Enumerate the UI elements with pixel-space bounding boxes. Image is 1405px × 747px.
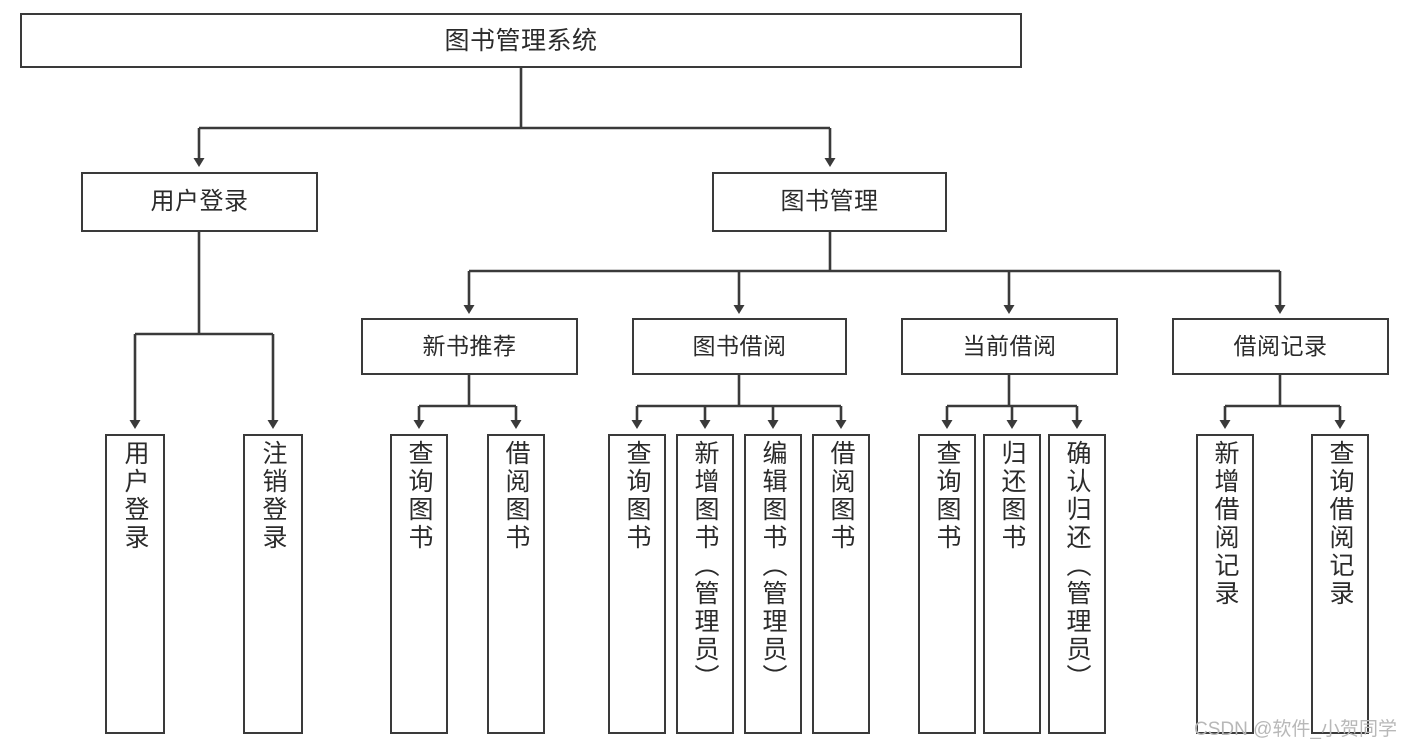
node-leaf-add-record-label: 新增借阅记录 bbox=[1211, 440, 1239, 608]
node-leaf-borrow-book-2-label: 借阅图书 bbox=[827, 440, 855, 552]
node-leaf-return-book-label: 归还图书 bbox=[998, 440, 1026, 552]
node-leaf-add-record[interactable]: 新增借阅记录 bbox=[1196, 434, 1254, 734]
node-leaf-return-book[interactable]: 归还图书 bbox=[983, 434, 1041, 734]
node-leaf-query-book-1[interactable]: 查询图书 bbox=[390, 434, 448, 734]
node-current-borrow[interactable]: 当前借阅 bbox=[901, 318, 1118, 375]
node-leaf-logout-login[interactable]: 注销登录 bbox=[243, 434, 303, 734]
node-leaf-query-book-2[interactable]: 查询图书 bbox=[608, 434, 666, 734]
node-leaf-query-record-label: 查询借阅记录 bbox=[1326, 440, 1354, 608]
node-leaf-confirm-return[interactable]: 确认归还（管理员） bbox=[1048, 434, 1106, 734]
node-leaf-logout-login-label: 注销登录 bbox=[259, 440, 287, 552]
node-new-book-recommend[interactable]: 新书推荐 bbox=[361, 318, 578, 375]
node-leaf-user-login-label: 用户登录 bbox=[121, 440, 149, 552]
node-user-login[interactable]: 用户登录 bbox=[81, 172, 318, 232]
node-user-login-label: 用户登录 bbox=[150, 187, 249, 215]
node-book-borrow[interactable]: 图书借阅 bbox=[632, 318, 847, 375]
node-leaf-query-book-3[interactable]: 查询图书 bbox=[918, 434, 976, 734]
node-leaf-borrow-book-1-label: 借阅图书 bbox=[502, 440, 530, 552]
node-leaf-add-book-label: 新增图书（管理员） bbox=[691, 440, 719, 692]
node-root-system-label: 图书管理系统 bbox=[444, 26, 598, 55]
node-leaf-edit-book[interactable]: 编辑图书（管理员） bbox=[744, 434, 802, 734]
node-current-borrow-label: 当前借阅 bbox=[962, 332, 1057, 359]
node-new-book-recommend-label: 新书推荐 bbox=[422, 332, 517, 359]
node-leaf-borrow-book-2[interactable]: 借阅图书 bbox=[812, 434, 870, 734]
node-book-management-label: 图书管理 bbox=[780, 187, 879, 215]
node-leaf-query-book-3-label: 查询图书 bbox=[933, 440, 961, 552]
node-leaf-user-login[interactable]: 用户登录 bbox=[105, 434, 165, 734]
node-leaf-query-book-1-label: 查询图书 bbox=[405, 440, 433, 552]
node-leaf-query-book-2-label: 查询图书 bbox=[623, 440, 651, 552]
node-book-management[interactable]: 图书管理 bbox=[712, 172, 947, 232]
node-borrow-record[interactable]: 借阅记录 bbox=[1172, 318, 1389, 375]
node-borrow-record-label: 借阅记录 bbox=[1233, 332, 1328, 359]
node-leaf-edit-book-label: 编辑图书（管理员） bbox=[759, 440, 787, 692]
node-root-system[interactable]: 图书管理系统 bbox=[20, 13, 1022, 68]
node-leaf-borrow-book-1[interactable]: 借阅图书 bbox=[487, 434, 545, 734]
node-leaf-add-book[interactable]: 新增图书（管理员） bbox=[676, 434, 734, 734]
node-book-borrow-label: 图书借阅 bbox=[692, 332, 787, 359]
node-leaf-query-record[interactable]: 查询借阅记录 bbox=[1311, 434, 1369, 734]
node-leaf-confirm-return-label: 确认归还（管理员） bbox=[1063, 440, 1091, 692]
